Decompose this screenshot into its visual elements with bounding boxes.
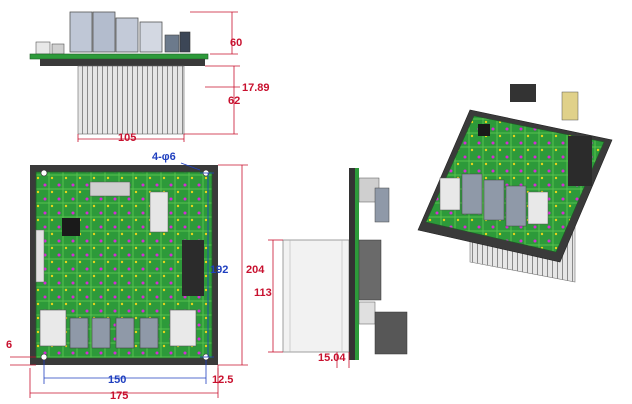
connector-block [149, 191, 169, 233]
isometric-view [417, 84, 613, 283]
connector [51, 43, 65, 55]
relay-block [69, 11, 93, 53]
component-side [374, 311, 408, 355]
relay-plan [115, 317, 135, 349]
ic-iso [478, 124, 490, 136]
connector-iso [510, 84, 536, 102]
terminal-block [182, 240, 204, 296]
relay-plan [69, 317, 89, 349]
small-component [164, 34, 180, 53]
dim-edge-offset: 12.5 [212, 374, 233, 386]
component-side [358, 301, 376, 325]
dim-board-inner-height: 192 [210, 264, 228, 276]
base-plate [40, 59, 205, 66]
side-profile-view: 113 15.04 [254, 168, 408, 368]
component-side [358, 239, 382, 301]
side-elevation-view: 60 17.89 62 105 [29, 11, 270, 144]
connector-iso [561, 91, 579, 121]
relay-iso [505, 185, 527, 227]
heatsink [77, 65, 185, 135]
ic-chip [62, 218, 80, 236]
relay-iso [461, 173, 483, 215]
heatsink-side [282, 239, 350, 353]
plate-side [349, 168, 355, 360]
small-component [179, 31, 191, 53]
relay-block [92, 11, 116, 53]
pcb-iso [425, 115, 605, 253]
terminal-iso [568, 136, 592, 186]
dim-side-thickness: 15.04 [318, 352, 346, 364]
dim-top-offset: 17.89 [242, 82, 270, 94]
mounting-hole [40, 169, 48, 177]
plan-view: 4-φ6 192 204 6 150 12.5 175 [6, 151, 265, 402]
dim-hole-span: 150 [108, 374, 126, 386]
pcb-side [355, 168, 359, 360]
dim-top-height: 60 [230, 37, 242, 49]
dim-top-total: 62 [228, 95, 240, 107]
dim-board-total-width: 175 [110, 390, 128, 402]
relay-block [115, 17, 139, 53]
dim-side-height: 113 [254, 287, 272, 299]
dim-top-width: 105 [118, 132, 136, 144]
component-side [374, 187, 390, 223]
capacitor-block [139, 21, 163, 53]
header-strip [35, 229, 45, 283]
relay-iso [483, 179, 505, 221]
pcb-edge [29, 53, 209, 60]
dim-board-total-height: 204 [246, 264, 265, 276]
connector [35, 41, 51, 55]
relay-plan [169, 309, 197, 347]
mounting-hole [40, 353, 48, 361]
relay-iso [527, 191, 549, 225]
dim-holes: 4-φ6 [152, 151, 176, 163]
relay-plan [139, 317, 159, 349]
connector-block [89, 181, 131, 197]
dim-hole-offset: 6 [6, 339, 12, 351]
relay-iso [439, 177, 461, 211]
relay-plan [39, 309, 67, 347]
relay-plan [91, 317, 111, 349]
